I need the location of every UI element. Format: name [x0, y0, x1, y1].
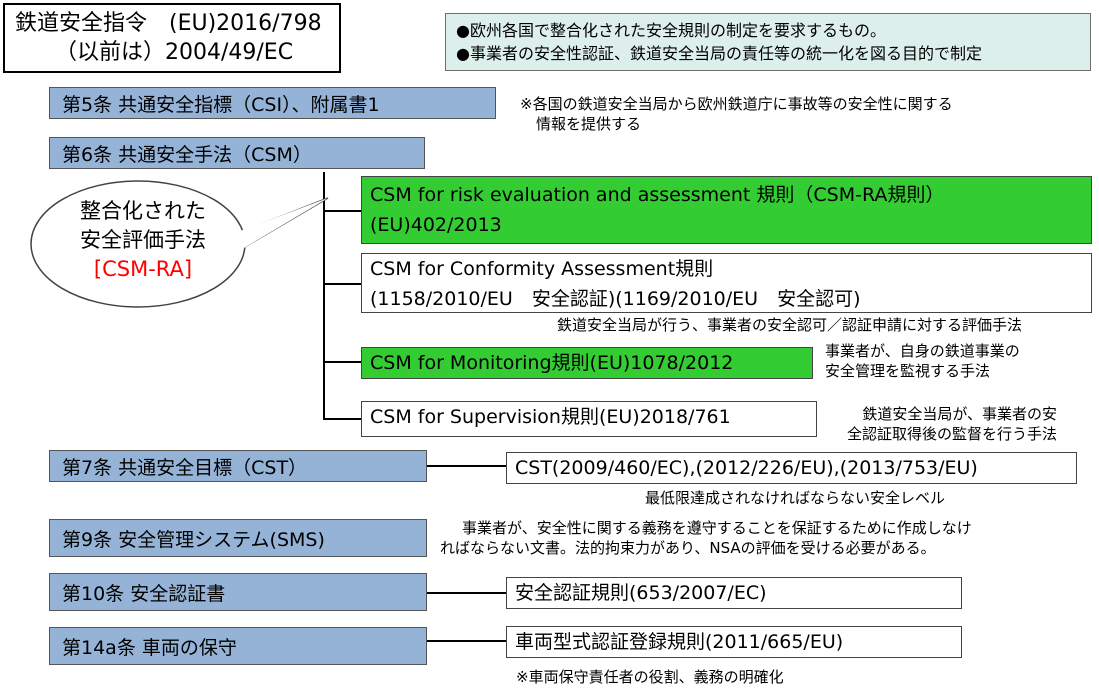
- article-10-label: 第10条 安全認証書: [62, 582, 226, 605]
- csm-supervision-label: CSM for Supervision規則(EU)2018/761: [370, 406, 731, 428]
- csm-supervision-note: 鉄道安全当局が、事業者の安 全認証取得後の監督を行う手法: [847, 404, 1057, 444]
- csm-monitoring-note-1: 事業者が、自身の鉄道事業の: [825, 342, 1020, 360]
- csm-monitoring-note: 事業者が、自身の鉄道事業の 安全管理を監視する手法: [825, 341, 1020, 381]
- callout-text: 整合化された 安全評価手法 [CSM-RA]: [48, 197, 238, 284]
- vehicle-label: 車両型式認証登録規則(2011/665/EU): [515, 631, 844, 653]
- cert-box: 安全認証規則(653/2007/EC): [506, 577, 962, 609]
- csm-monitoring-label: CSM for Monitoring規則(EU)1078/2012: [370, 352, 734, 374]
- csm-tree-trunk: [323, 172, 325, 420]
- connector-cst: [427, 465, 506, 467]
- purpose-line-2: ●事業者の安全性認証、鉄道安全当局の責任等の統一化を図る目的で制定: [456, 44, 982, 63]
- csm-supervision-box: CSM for Supervision規則(EU)2018/761: [361, 401, 817, 437]
- csm-ra-line-2: (EU)402/2013: [370, 214, 502, 236]
- connector-mon: [323, 361, 361, 363]
- csm-supervision-note-2: 全認証取得後の監督を行う手法: [847, 425, 1058, 443]
- csm-ca-note: 鉄道安全当局が行う、事業者の安全認可／認証申請に対する評価手法: [557, 316, 1023, 334]
- article-9-box: 第9条 安全管理システム(SMS): [49, 519, 427, 557]
- connector-vehicle: [427, 640, 506, 642]
- article-5-note: ※各国の鉄道安全当局から欧州鉄道庁に事故等の安全性に関する 情報を提供する: [520, 94, 953, 134]
- sms-note-line-2: ればならない文書。法的拘束力があり、NSAの評価を受ける必要がある。: [440, 539, 936, 557]
- article-9-label: 第9条 安全管理システム(SMS): [62, 528, 325, 551]
- csm-monitoring-box: CSM for Monitoring規則(EU)1078/2012: [361, 347, 813, 379]
- article-5-note-line-2: 情報を提供する: [536, 115, 642, 133]
- article-5-label: 第5条 共通安全指標（CSI）、附属書1: [62, 93, 380, 116]
- article-7-box: 第7条 共通安全目標（CST）: [49, 450, 427, 482]
- callout-bubble: [30, 180, 329, 308]
- csm-ca-line-2: (1158/2010/EU 安全認証)(1169/2010/EU 安全認可): [370, 288, 861, 310]
- article-14a-box: 第14a条 車両の保守: [49, 627, 427, 665]
- article-6-label: 第6条 共通安全手法（CSM）: [62, 143, 312, 166]
- purpose-note: ●欧州各国で整合化された安全規則の制定を要求するもの。 ●事業者の安全性認証、鉄…: [445, 13, 1091, 71]
- cst-label: CST(2009/460/EC),(2012/226/EU),(2013/753…: [515, 457, 978, 479]
- directive-title-box: 鉄道安全指令 (EU)2016/798 （以前は）2004/49/EC: [3, 3, 341, 73]
- csm-ca-line-1: CSM for Conformity Assessment規則: [370, 258, 714, 280]
- article-7-label: 第7条 共通安全目標（CST）: [62, 456, 308, 479]
- csm-ca-box: CSM for Conformity Assessment規則 (1158/20…: [361, 253, 1092, 313]
- article-14a-label: 第14a条 車両の保守: [62, 636, 237, 659]
- callout-line-1: 整合化された: [80, 199, 206, 223]
- connector-ra: [323, 210, 361, 212]
- purpose-line-1: ●欧州各国で整合化された安全規則の制定を要求するもの。: [456, 21, 886, 40]
- connector-sup: [323, 418, 361, 420]
- callout-line-2: 安全評価手法: [80, 228, 206, 252]
- cert-label: 安全認証規則(653/2007/EC): [515, 582, 767, 604]
- article-5-box: 第5条 共通安全指標（CSI）、附属書1: [49, 87, 496, 119]
- sms-note: 事業者が、安全性に関する義務を遵守することを保証するために作成しなけ ればならな…: [440, 518, 972, 558]
- connector-cert: [427, 592, 506, 594]
- article-6-box: 第6条 共通安全手法（CSM）: [49, 137, 425, 169]
- cst-box: CST(2009/460/EC),(2012/226/EU),(2013/753…: [506, 452, 1077, 484]
- vehicle-box: 車両型式認証登録規則(2011/665/EU): [506, 626, 962, 658]
- sms-note-line-1: 事業者が、安全性に関する義務を遵守することを保証するために作成しなけ: [462, 519, 972, 537]
- vehicle-note: ※車両保守責任者の役割、義務の明確化: [516, 668, 784, 686]
- article-10-box: 第10条 安全認証書: [49, 573, 427, 611]
- csm-monitoring-note-2: 安全管理を監視する手法: [825, 362, 991, 380]
- csm-ra-line-1: CSM for risk evaluation and assessment 規…: [370, 184, 945, 206]
- csm-supervision-note-1: 鉄道安全当局が、事業者の安: [862, 405, 1058, 423]
- callout-csm-ra: [CSM-RA]: [93, 257, 193, 281]
- connector-ca: [323, 283, 361, 285]
- directive-title: 鉄道安全指令 (EU)2016/798: [15, 11, 322, 36]
- cst-note: 最低限達成されなければならない安全レベル: [645, 489, 946, 507]
- csm-ra-box: CSM for risk evaluation and assessment 規…: [361, 176, 1092, 244]
- article-5-note-line-1: ※各国の鉄道安全当局から欧州鉄道庁に事故等の安全性に関する: [520, 95, 953, 113]
- directive-previous: （以前は）2004/49/EC: [55, 40, 294, 65]
